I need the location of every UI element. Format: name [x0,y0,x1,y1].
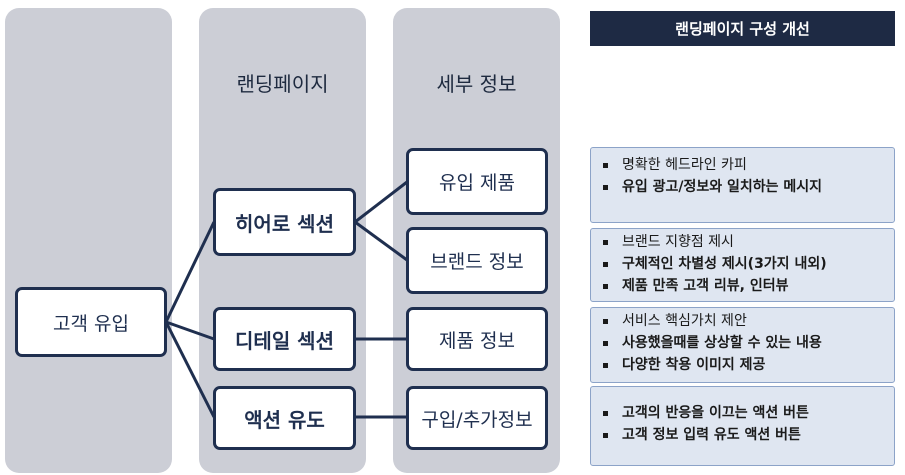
list-item: 구체적인 차별성 제시(3가지 내외) [599,253,886,275]
list-item-text: 고객 정보 입력 유도 액션 버튼 [622,427,801,443]
list-item: 유입 광고/정보와 일치하는 메시지 [599,176,886,198]
node-brand-info: 브랜드 정보 [406,227,548,294]
list-item-text: 명확한 헤드라인 카피 [622,157,747,173]
link-hero-brand [354,220,408,262]
list-item-text: 유입 광고/정보와 일치하는 메시지 [622,179,823,195]
list-item: 고객 정보 입력 유도 액션 버튼 [599,424,886,446]
list-item: 다양한 착용 이미지 제공 [599,354,886,376]
node-product-info: 제품 정보 [406,307,548,371]
bullet-icon [603,410,608,416]
link-inflow-action [164,321,216,418]
list-item-text: 고객의 반응을 이끄는 액션 버튼 [622,405,809,421]
list-item-text: 다양한 착용 이미지 제공 [622,357,766,373]
bullet-icon [603,318,608,324]
bullet-icon [603,239,608,245]
list-item-text: 구체적인 차별성 제시(3가지 내외) [622,256,827,272]
node-hero-section: 히어로 섹션 [213,188,356,256]
panel-group-action: 고객의 반응을 이끄는 액션 버튼 고객 정보 입력 유도 액션 버튼 [590,386,895,466]
node-action: 액션 유도 [213,386,356,450]
list-item: 사용했을때를 상상할 수 있는 내용 [599,332,886,354]
list-item: 제품 만족 고객 리뷰, 인터뷰 [599,275,886,297]
bullet-icon [603,184,608,190]
bullet-icon [603,432,608,438]
bullet-icon [603,283,608,289]
panel-group-brand: 브랜드 지향점 제시 구체적인 차별성 제시(3가지 내외) 제품 만족 고객 … [590,228,895,302]
node-detail-section: 디테일 섹션 [213,307,356,371]
node-purchase: 구입/추가정보 [406,386,548,450]
list-item: 고객의 반응을 이끄는 액션 버튼 [599,402,886,424]
list-item-text: 브랜드 지향점 제시 [622,234,734,250]
list-item-text: 서비스 핵심가치 제안 [622,313,747,329]
node-inflow: 고객 유입 [15,287,167,357]
panel-title: 랜딩페이지 구성 개선 [590,11,895,46]
list-item-text: 사용했을때를 상상할 수 있는 내용 [622,335,822,351]
link-inflow-hero [164,221,216,323]
bullet-icon [603,162,608,168]
list-item: 명확한 헤드라인 카피 [599,154,886,176]
bullet-icon [603,340,608,346]
panel-group-hero: 명확한 헤드라인 카피 유입 광고/정보와 일치하는 메시지 [590,147,895,223]
panel-group-detail: 서비스 핵심가치 제안 사용했을때를 상상할 수 있는 내용 다양한 착용 이미… [590,307,895,383]
list-item: 브랜드 지향점 제시 [599,231,886,253]
node-product-inflow: 유입 제품 [406,148,548,215]
list-item-text: 제품 만족 고객 리뷰, 인터뷰 [622,278,789,294]
bullet-icon [603,261,608,267]
column-landing-title: 랜딩페이지 [236,72,329,96]
link-inflow-detail [165,320,215,341]
list-item: 서비스 핵심가치 제안 [599,310,886,332]
bullet-icon [603,362,608,368]
link-hero-product [354,180,408,224]
column-inflow [5,8,172,473]
column-detail-title: 세부 정보 [436,72,517,96]
